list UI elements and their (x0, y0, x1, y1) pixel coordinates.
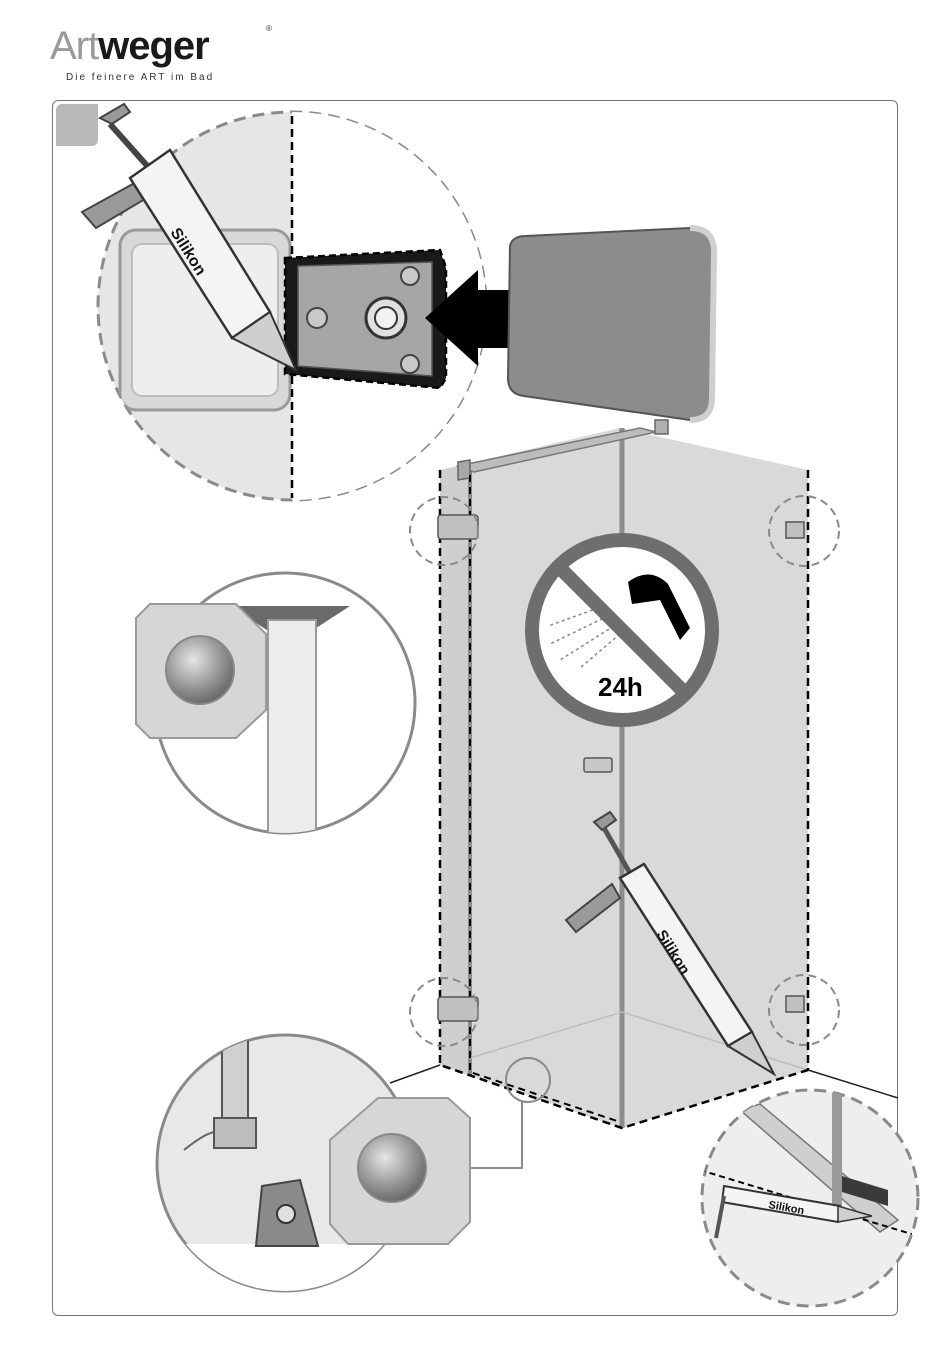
shower-enclosure (390, 420, 898, 1168)
no-cleaning-icon: 24h (532, 540, 712, 720)
detail-seal-profile (150, 1035, 470, 1304)
detail-floor-seal: Silikon (700, 1090, 918, 1306)
cure-time-label: 24h (598, 672, 643, 702)
wall-bracket-icon (285, 250, 446, 388)
bracket-cover-cap (508, 228, 714, 420)
detail-glass-edge (136, 573, 415, 860)
